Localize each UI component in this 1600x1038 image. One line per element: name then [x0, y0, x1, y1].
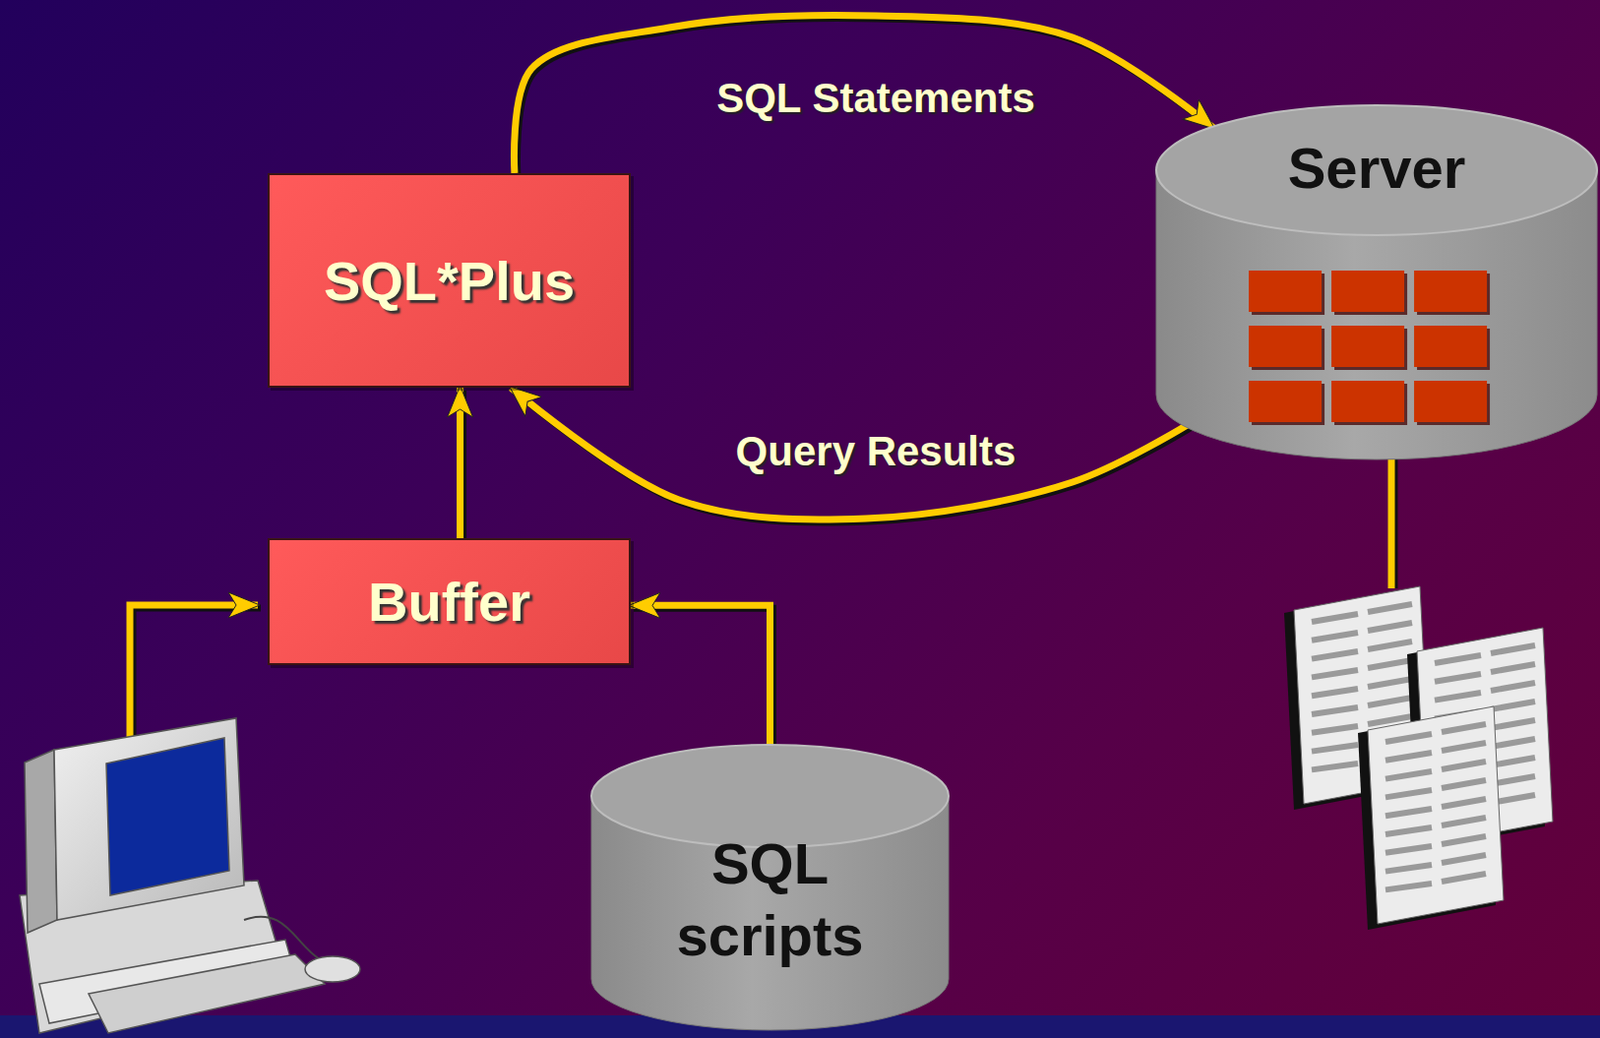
doc-line	[1490, 738, 1536, 747]
doc-line	[1311, 688, 1358, 696]
script-cylinder: SQL scripts	[591, 744, 949, 1031]
wire-shadow	[1391, 459, 1399, 589]
program-box: SQL*Plus	[267, 173, 631, 388]
doc-line	[1441, 724, 1486, 733]
doc-line	[1367, 697, 1413, 706]
doc-line	[1441, 855, 1486, 863]
connector-shadow	[513, 390, 1192, 523]
data-brick	[1414, 270, 1487, 312]
doc-line	[1385, 808, 1432, 816]
server-cylinder: Server	[1156, 105, 1598, 460]
doc-line	[1367, 604, 1413, 613]
doc-line	[1385, 771, 1432, 780]
data-brick	[1414, 380, 1487, 423]
doc-line	[1441, 799, 1486, 807]
doc-line	[1367, 641, 1413, 650]
doc-line	[1311, 632, 1358, 641]
flow-arrow	[456, 387, 464, 539]
doc-line	[1490, 701, 1536, 710]
doc-line	[1385, 752, 1432, 761]
doc-line	[1311, 670, 1358, 677]
doc-line	[1367, 660, 1413, 669]
buffer-box: Buffer	[267, 538, 631, 666]
doc-line	[1311, 707, 1358, 715]
node-label: Buffer	[368, 569, 531, 634]
doc-line	[1490, 645, 1536, 654]
doc-line	[1367, 678, 1413, 687]
doc-line	[1311, 651, 1358, 660]
node-label: SQL scripts	[622, 828, 919, 972]
edge-label: Query Results	[736, 428, 1017, 476]
doc-line	[1441, 761, 1486, 770]
report-documents	[1284, 586, 1553, 930]
doc-line	[1441, 742, 1486, 751]
doc-line	[1434, 674, 1481, 682]
node-label: Server	[1229, 132, 1525, 205]
doc-line	[1385, 864, 1432, 872]
doc-line	[1385, 790, 1432, 798]
doc-line	[1385, 734, 1432, 742]
doc-line	[1490, 757, 1536, 766]
doc-line	[1311, 726, 1358, 734]
data-brick	[1248, 325, 1322, 368]
doc-line	[1490, 682, 1536, 691]
flow-arrow	[514, 14, 1215, 174]
doc-line	[1490, 664, 1536, 673]
doc-line	[1311, 744, 1358, 752]
data-brick	[1331, 325, 1405, 368]
doc-line	[1490, 720, 1536, 729]
data-brick	[1331, 270, 1405, 312]
doc-line	[1441, 817, 1486, 826]
data-brick	[1414, 325, 1487, 368]
doc-line	[1441, 836, 1486, 845]
edge-label: SQL Statements	[716, 74, 1036, 123]
connector-shadow	[517, 17, 1218, 177]
doc-line	[1311, 763, 1358, 770]
connector-shadow	[633, 608, 774, 748]
doc-line	[1434, 655, 1481, 664]
server-doc-line	[1388, 459, 1396, 589]
doc-line	[1385, 883, 1432, 890]
data-brick	[1248, 380, 1322, 423]
flow-arrow	[630, 605, 771, 745]
doc-line	[1367, 622, 1413, 631]
data-brick	[1248, 270, 1322, 312]
doc-line	[1434, 692, 1481, 701]
data-brick	[1331, 380, 1405, 423]
doc-line	[1311, 614, 1358, 622]
computer-icon	[19, 718, 361, 1034]
flow-arrow	[510, 387, 1189, 520]
doc-line	[1441, 780, 1486, 789]
doc-line	[1441, 873, 1486, 882]
wire-shadow	[132, 608, 261, 741]
node-label: SQL*Plus	[323, 248, 575, 313]
doc-line	[1385, 846, 1432, 854]
doc-line	[1385, 827, 1432, 835]
input-wire	[129, 605, 258, 739]
